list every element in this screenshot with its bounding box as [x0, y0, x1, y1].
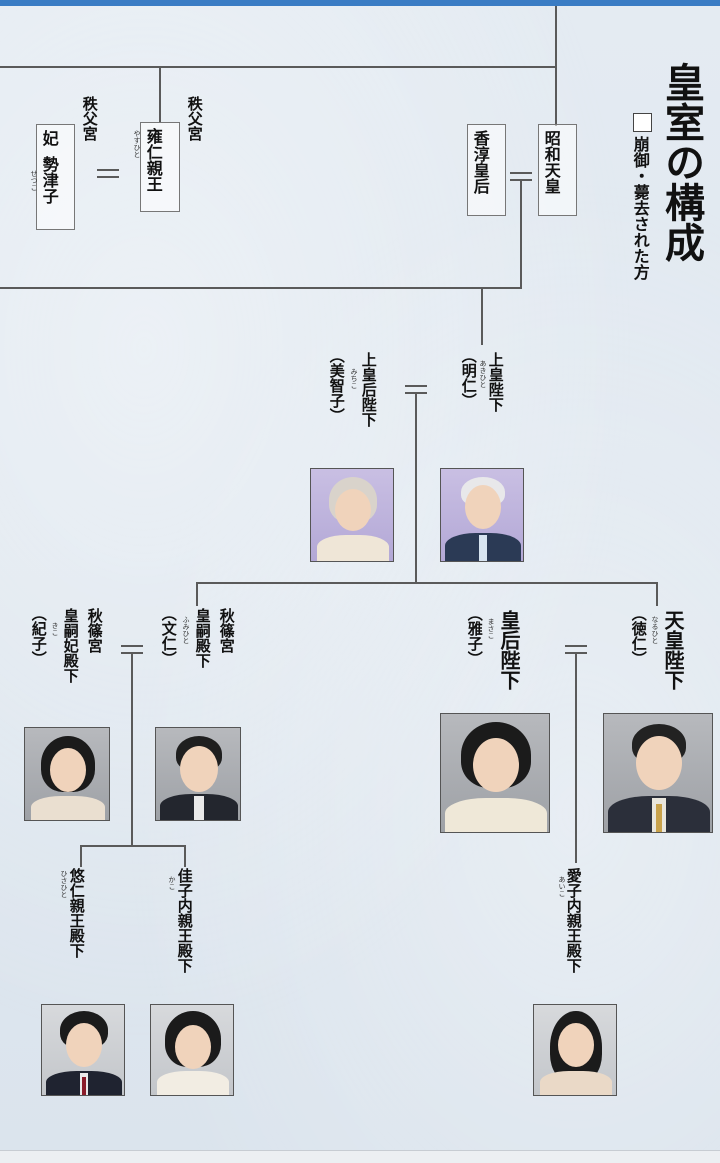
- photo-princess-aiko: [533, 1004, 617, 1096]
- emperor-title: 天皇陛下: [661, 610, 685, 690]
- chichibu-prince-ruby: やすひと: [133, 130, 141, 158]
- marriage-mark-emeritus: [405, 385, 427, 387]
- box-chichibu-consort: 妃 勢津子: [36, 124, 75, 230]
- kiko-title: 皇嗣妃殿下: [61, 608, 80, 683]
- chichibu-prince-label: 雍仁親王: [143, 128, 163, 192]
- chichibu-prince-house: 秩父宮: [185, 96, 204, 141]
- bottom-bar: [0, 1150, 720, 1163]
- emperor-name: （徳仁）: [629, 606, 648, 666]
- box-showa-emperor: 昭和天皇: [538, 124, 577, 216]
- kiko-name: （紀子）: [29, 606, 48, 666]
- marriage-mark-chichibu: [97, 176, 119, 178]
- photo-emperor: [603, 713, 713, 833]
- legend-deceased-marker: [633, 113, 652, 132]
- chichibu-consort-house: 秩父宮: [80, 96, 99, 141]
- line-emeritus-children: [415, 393, 417, 583]
- line-showa-children-h: [0, 287, 522, 289]
- line-to-hisahito: [80, 845, 82, 867]
- emperor-ruby: なるひと: [651, 616, 659, 644]
- kojun-empress-label: 香淳皇后: [470, 130, 490, 194]
- photo-prince-hisahito: [41, 1004, 125, 1096]
- emeritus-empress-title: 上皇后陛下: [359, 352, 378, 427]
- kiko-ruby: きこ: [51, 622, 59, 636]
- legend-text: 崩御・薨去された方: [630, 136, 650, 280]
- line-to-aiko: [575, 653, 577, 863]
- showa-emperor-label: 昭和天皇: [541, 130, 561, 194]
- line-akishino-children-h: [80, 845, 186, 847]
- photo-crown-prince: [155, 727, 241, 821]
- empress-name: （雅子）: [465, 606, 484, 666]
- marriage-mark-showa: [510, 172, 532, 174]
- kiko-house: 秋篠宮: [85, 608, 104, 653]
- fumihito-ruby: ふみひと: [182, 616, 190, 644]
- box-chichibu-prince: 雍仁親王: [140, 122, 180, 212]
- photo-empress-emerita: [310, 468, 394, 562]
- line-to-kako: [184, 845, 186, 867]
- marriage-mark-reigning: [565, 645, 587, 647]
- aiko-ruby: あいこ: [558, 876, 566, 897]
- empress-title: 皇后陛下: [497, 610, 521, 690]
- line-showa-up: [555, 6, 557, 126]
- fumihito-title: 皇嗣殿下: [193, 608, 212, 668]
- line-to-naruhito: [656, 582, 658, 606]
- hisahito-title: 悠仁親王殿下: [67, 868, 86, 958]
- box-kojun-empress: 香淳皇后: [467, 124, 506, 216]
- emeritus-emperor-name: （明仁）: [459, 348, 478, 408]
- kako-ruby: かこ: [168, 876, 176, 890]
- emeritus-empress-name: （美智子）: [327, 348, 346, 423]
- line-chichibu-down: [159, 66, 161, 122]
- line-to-fumihito: [196, 582, 198, 606]
- fumihito-house: 秋篠宮: [217, 608, 236, 653]
- emeritus-empress-ruby: みちこ: [350, 368, 358, 389]
- fumihito-name: （文仁）: [159, 606, 178, 666]
- line-emeritus-children-h: [196, 582, 658, 584]
- photo-empress: [440, 713, 550, 833]
- chichibu-consort-pre: 妃: [39, 130, 59, 146]
- line-showa-children: [520, 180, 522, 288]
- emeritus-emperor-title: 上皇陛下: [486, 352, 505, 412]
- photo-crown-princess: [24, 727, 110, 821]
- chichibu-consort-ruby: せつこ: [30, 170, 38, 191]
- photo-princess-kako: [150, 1004, 234, 1096]
- chichibu-consort-name: 勢津子: [39, 156, 59, 204]
- photo-emperor-emeritus: [440, 468, 524, 562]
- line-akishino-children: [131, 653, 133, 846]
- marriage-mark-chichibu: [97, 169, 119, 171]
- chart-title: 皇室の構成: [658, 62, 705, 262]
- line-upper-horizontal: [0, 66, 556, 68]
- emeritus-emperor-ruby: あきひと: [479, 360, 487, 388]
- kako-title: 佳子内親王殿下: [175, 868, 194, 973]
- hisahito-ruby: ひさひと: [60, 870, 68, 898]
- empress-ruby: まさこ: [487, 618, 495, 639]
- aiko-title: 愛子内親王殿下: [564, 868, 583, 973]
- top-accent-bar: [0, 0, 720, 6]
- marriage-mark-akishino: [121, 645, 143, 647]
- line-to-akihito: [481, 287, 483, 345]
